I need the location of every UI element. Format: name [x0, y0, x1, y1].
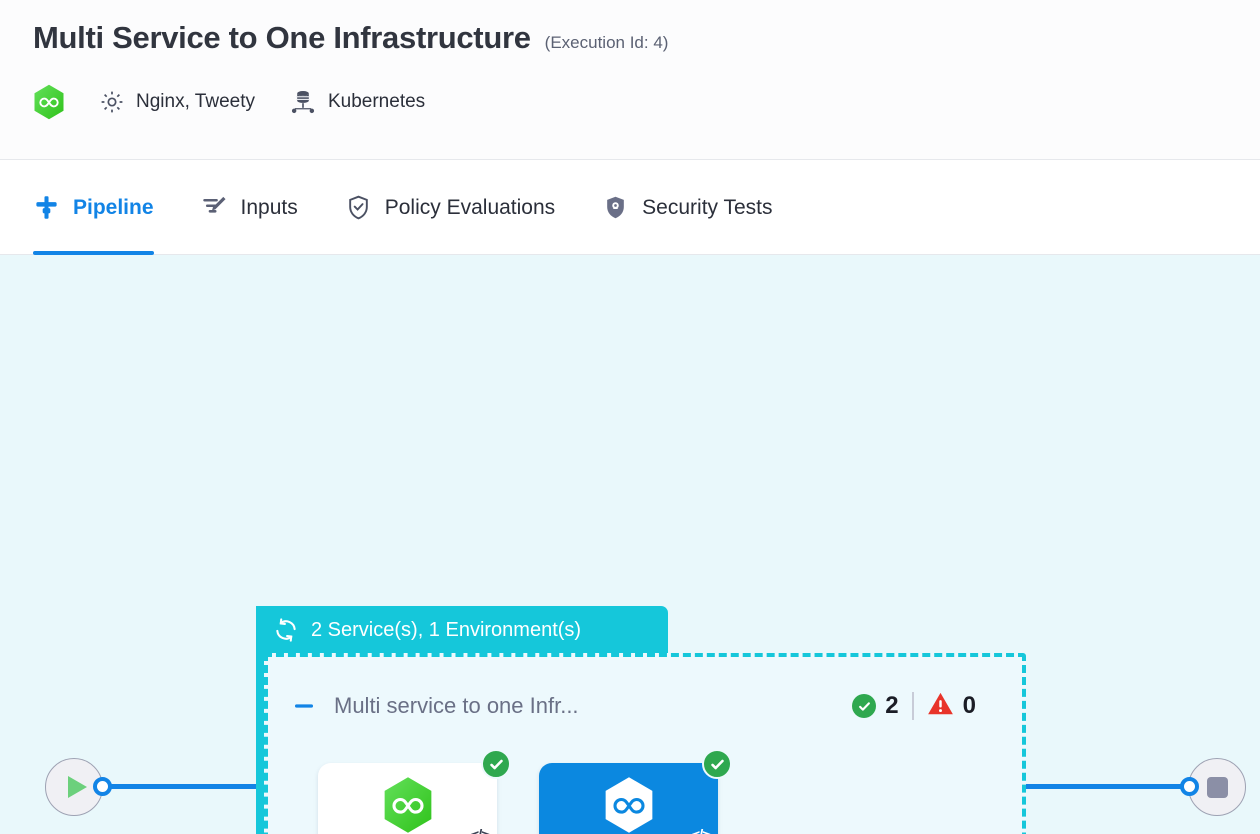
stage-header-left: Multi service to one Infr... [292, 693, 579, 719]
stage-counters: 2 0 [852, 691, 976, 721]
play-icon [67, 776, 87, 798]
meta-row: Nginx, Tweety Kubernetes [33, 84, 425, 120]
connector-line-left [99, 784, 267, 789]
warning-triangle-icon [927, 691, 954, 721]
matrix-group-left-bar [256, 606, 266, 834]
page-header: Multi Service to One Infrastructure (Exe… [0, 0, 1260, 160]
counter-divider [911, 692, 914, 720]
hexagon-infinity-logo-white [605, 777, 652, 833]
hexagon-infinity-logo [33, 84, 65, 120]
title-row: Multi Service to One Infrastructure (Exe… [33, 16, 668, 60]
stage-title: Multi service to one Infr... [334, 693, 579, 718]
tab-inputs-label: Inputs [240, 195, 298, 219]
infrastructure-meta: Kubernetes [289, 88, 425, 116]
check-circle-icon [702, 749, 732, 779]
check-circle-icon [852, 694, 877, 718]
service-card-tweety-tile[interactable]: </> [539, 749, 732, 834]
code-glyph-icon: </> [470, 827, 490, 834]
error-counter: 0 [927, 691, 976, 721]
service-card-tweety[interactable]: </> (Tweety, {"__uuid":... [539, 749, 732, 834]
service-card-nginx-tile[interactable]: </> [318, 749, 511, 834]
end-node-port[interactable] [1180, 777, 1199, 796]
stage-header-row: Multi service to one Infr... 2 [292, 691, 976, 721]
error-count: 0 [962, 692, 976, 719]
matrix-group-header[interactable]: 2 Service(s), 1 Environment(s) [256, 606, 668, 654]
tab-inputs[interactable]: Inputs [201, 160, 319, 255]
service-card-nginx[interactable]: </> (Nginx): Multi service to one... [318, 749, 511, 834]
shield-check-icon [345, 194, 372, 221]
services-label: Nginx, Tweety [136, 91, 255, 112]
service-cards: </> (Nginx): Multi service to one... [318, 749, 983, 834]
loop-arrows-icon [273, 617, 299, 643]
hexagon-infinity-logo [384, 777, 431, 833]
services-meta: Nginx, Tweety [99, 89, 255, 115]
success-count: 2 [885, 692, 899, 719]
tab-security-tests-label: Security Tests [642, 195, 773, 219]
execution-id: (Execution Id: 4) [544, 33, 669, 52]
tab-pipeline-label: Pipeline [73, 195, 154, 219]
edit-pencil-icon [201, 194, 228, 221]
server-rack-icon [289, 88, 317, 116]
matrix-group-header-label: 2 Service(s), 1 Environment(s) [311, 618, 582, 641]
code-glyph-icon: </> [691, 827, 711, 834]
infrastructure-label: Kubernetes [327, 91, 426, 112]
connector-line-right [1022, 784, 1194, 789]
tab-policy-evaluations-label: Policy Evaluations [384, 195, 556, 219]
pipeline-icon [33, 194, 60, 221]
matrix-group-body: Multi service to one Infr... 2 [264, 653, 1026, 834]
minus-icon[interactable] [292, 694, 316, 718]
tab-policy-evaluations[interactable]: Policy Evaluations [345, 160, 576, 255]
stop-icon [1206, 776, 1228, 798]
pipeline-canvas[interactable]: 2 Service(s), 1 Environment(s) Multi ser… [0, 255, 1260, 834]
tab-bar: Pipeline Inputs Policy Evaluations [0, 160, 1260, 255]
check-circle-icon [481, 749, 511, 779]
success-counter: 2 [852, 692, 899, 720]
start-node-port[interactable] [93, 777, 112, 796]
gear-icon [99, 89, 125, 115]
tab-pipeline[interactable]: Pipeline [33, 160, 175, 255]
shield-lock-icon [602, 194, 629, 221]
page-title: Multi Service to One Infrastructure [33, 20, 531, 55]
tab-security-tests[interactable]: Security Tests [602, 160, 793, 255]
